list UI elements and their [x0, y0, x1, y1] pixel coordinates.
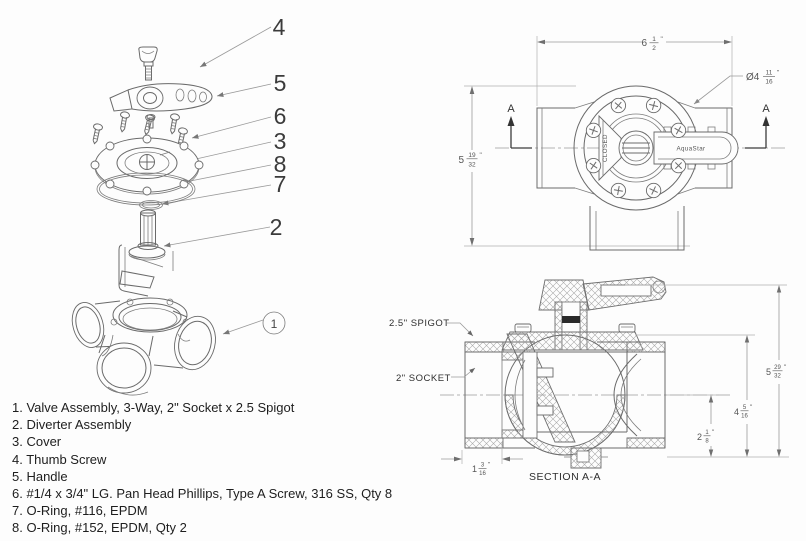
spigot-label: 2.5" SPIGOT: [389, 318, 450, 329]
svg-text:4: 4: [734, 407, 739, 417]
callout-leaders: [161, 26, 272, 335]
dim-socket-depth: 1 3 16 ": [441, 442, 523, 477]
handle-brand-label: AquaStar: [677, 146, 706, 153]
svg-text:": ": [784, 364, 787, 371]
svg-text:": ": [712, 429, 715, 436]
callout-3: 3: [274, 128, 287, 154]
parts-list-item-7: 7. O-Ring, #116, EPDM: [12, 503, 148, 519]
svg-text:Ø4: Ø4: [746, 72, 760, 83]
callout-7: 7: [274, 171, 287, 197]
svg-text:2: 2: [652, 45, 656, 52]
svg-text:5: 5: [458, 155, 464, 166]
valve-handle-top: AquaStar: [653, 126, 739, 170]
svg-text:5: 5: [766, 367, 771, 377]
callout-5: 5: [274, 70, 287, 96]
stem-o-ring: [562, 316, 580, 323]
svg-text:16: 16: [741, 414, 748, 420]
socket-label: 2" SOCKET: [396, 373, 451, 384]
dim-height: 5 19 32 ": [458, 85, 690, 247]
svg-text:11: 11: [766, 70, 773, 77]
spigot-callout: 2.5" SPIGOT: [389, 318, 474, 337]
cover-drawing: [90, 134, 204, 196]
callout-1: 1: [271, 317, 278, 331]
dim-width: 6 1 2 ": [536, 36, 733, 106]
diverter-knob: [618, 130, 654, 166]
closed-label: CLOSED: [602, 134, 609, 162]
parts-list-item-1: 1. Valve Assembly, 3-Way, 2" Socket x 2.…: [12, 400, 295, 415]
svg-text:1: 1: [652, 36, 656, 43]
callout-8: 8: [274, 151, 287, 177]
bottom-port: [589, 206, 685, 251]
callout-2: 2: [270, 214, 283, 240]
section-title: SECTION A-A: [529, 471, 601, 483]
svg-text:16: 16: [479, 471, 486, 477]
cover-screws: [585, 97, 687, 199]
parts-list: 1. Valve Assembly, 3-Way, 2" Socket x 2.…: [12, 399, 442, 537]
section-label-right: A: [762, 103, 770, 115]
svg-text:": ": [488, 462, 491, 469]
dim-centerline-height: 2 1 8 ": [697, 395, 715, 457]
closed-indicator: CLOSED: [598, 114, 622, 182]
callout-6: 6: [274, 103, 287, 129]
svg-text:": ": [777, 70, 780, 77]
valve-top-view: CLOSED AquaStar: [536, 85, 739, 251]
svg-text:29: 29: [774, 365, 781, 371]
svg-text:19: 19: [468, 152, 476, 159]
left-port: [536, 107, 575, 189]
exploded-view-drawing: 4 5 6 3 8 7 2 1: [71, 14, 287, 396]
svg-text:": ": [480, 152, 483, 159]
callout-1-balloon: 1: [262, 311, 286, 335]
parts-list-item-3: 3. Cover: [12, 434, 62, 450]
dim-overall-height: 5 29 32 ": [766, 285, 787, 457]
top-view-drawing: 6 1 2 " Ø4 11 16 " 5 19 32 ": [458, 36, 785, 251]
svg-text:6: 6: [641, 38, 647, 49]
parts-list-item-5: 5. Handle: [12, 468, 68, 484]
svg-text:1: 1: [705, 430, 709, 436]
valve-body-drawing: [71, 297, 216, 396]
o-ring-116-drawing: [139, 200, 163, 210]
svg-text:32: 32: [468, 162, 476, 169]
svg-text:3: 3: [481, 463, 485, 469]
handle-drawing: [109, 83, 213, 129]
section-view-drawing: 2.5" SPIGOT 2" SOCKET SECTION A-A 1 3 16…: [389, 276, 789, 483]
right-port-section: [597, 341, 666, 449]
drain-plug-section: [564, 447, 608, 469]
svg-text:": ": [661, 36, 664, 43]
svg-text:8: 8: [705, 439, 709, 445]
diverter-drawing: [118, 209, 174, 297]
section-label-left: A: [507, 103, 515, 115]
parts-list-item-2: 2. Diverter Assembly: [12, 417, 132, 433]
svg-text:32: 32: [774, 374, 781, 380]
parts-list-item-6: 6. #1/4 x 3/4" LG. Pan Head Phillips, Ty…: [12, 486, 393, 502]
o-ring-152-drawing: [96, 172, 196, 206]
svg-text:": ": [750, 404, 753, 411]
thumb-screw-drawing: [138, 46, 158, 81]
socket-callout: 2" SOCKET: [396, 367, 476, 384]
dim-diameter: Ø4 11 16 ": [693, 70, 780, 105]
parts-list-item-8: 8. O-Ring, #152, EPDM, Qty 2: [12, 520, 187, 536]
dim-port-top-height: 4 5 16 ": [734, 335, 753, 457]
dim-reference-lines: [625, 284, 789, 458]
svg-text:16: 16: [765, 79, 773, 86]
callout-4: 4: [273, 14, 286, 40]
parts-list-item-4: 4. Thumb Screw: [12, 451, 107, 467]
svg-text:2: 2: [697, 432, 702, 442]
diverter-section: [506, 333, 628, 443]
section-body: [464, 333, 666, 469]
svg-text:1: 1: [472, 464, 477, 474]
svg-text:5: 5: [743, 405, 747, 411]
